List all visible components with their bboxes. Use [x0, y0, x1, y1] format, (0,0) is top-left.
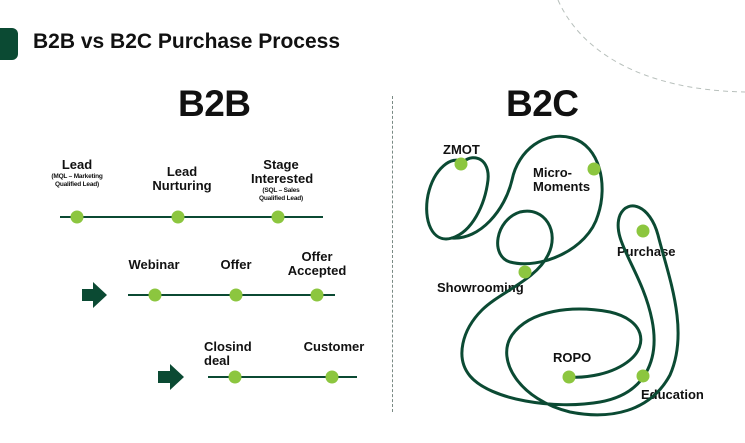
label-customer: Customer: [303, 339, 365, 354]
b2b-node-closing: [228, 370, 242, 384]
b2b-node-offer: [229, 288, 243, 302]
header-tab-marker: [0, 28, 18, 60]
label-stage-interested-note: (SQL – Sales Qualified Lead): [259, 187, 303, 202]
b2c-node-education: [636, 369, 650, 383]
label-offer-accepted-text: Offer Accepted: [287, 249, 347, 278]
label-lead-nurturing-text: Lead Nurturing: [152, 164, 212, 193]
column-divider: [392, 96, 393, 412]
label-micro-moments-text: Micro-Moments: [533, 165, 591, 194]
page-title: B2B vs B2C Purchase Process: [33, 30, 340, 53]
b2b-node-customer: [325, 370, 339, 384]
b2c-node-zmot: [454, 157, 468, 171]
b2c-node-ropo: [562, 370, 576, 384]
b2c-node-micro-moments: [587, 162, 601, 176]
label-stage-interested-text: Stage Interested: [251, 157, 314, 186]
b2b-node-lead: [70, 210, 84, 224]
label-closing-deal: Closind deal: [204, 340, 260, 368]
label-closing-deal-text: Closind deal: [204, 339, 252, 368]
label-ropo: ROPO: [553, 350, 592, 365]
label-stage-interested: Stage Interested (SQL – Sales Qualified …: [240, 158, 322, 203]
label-zmot: ZMOT: [443, 142, 480, 157]
b2b-node-nurturing: [171, 210, 185, 224]
b2c-title: B2C: [506, 83, 579, 124]
label-offer-accepted: Offer Accepted: [281, 250, 353, 278]
label-offer: Offer: [220, 257, 252, 272]
label-lead-note: (MQL – Marketing Qualified Lead): [51, 173, 103, 188]
arrow-icon: [82, 282, 107, 308]
label-micro-moments: Micro-Moments: [533, 166, 597, 194]
b2b-title: B2B: [178, 83, 251, 124]
b2c-journey-path: [425, 156, 490, 241]
label-webinar: Webinar: [128, 257, 180, 272]
label-lead: Lead (MQL – Marketing Qualified Lead): [38, 158, 116, 189]
b2b-node-interested: [271, 210, 285, 224]
b2b-node-offer-accepted: [310, 288, 324, 302]
label-lead-text: Lead: [61, 157, 93, 172]
b2b-node-webinar: [148, 288, 162, 302]
b2c-node-purchase: [636, 224, 650, 238]
arrow-icon: [158, 364, 184, 390]
b2c-node-showrooming: [518, 265, 532, 279]
label-showrooming: Showrooming: [437, 280, 524, 295]
label-lead-nurturing: Lead Nurturing: [150, 165, 214, 193]
b2c-journey-path: [450, 134, 680, 417]
